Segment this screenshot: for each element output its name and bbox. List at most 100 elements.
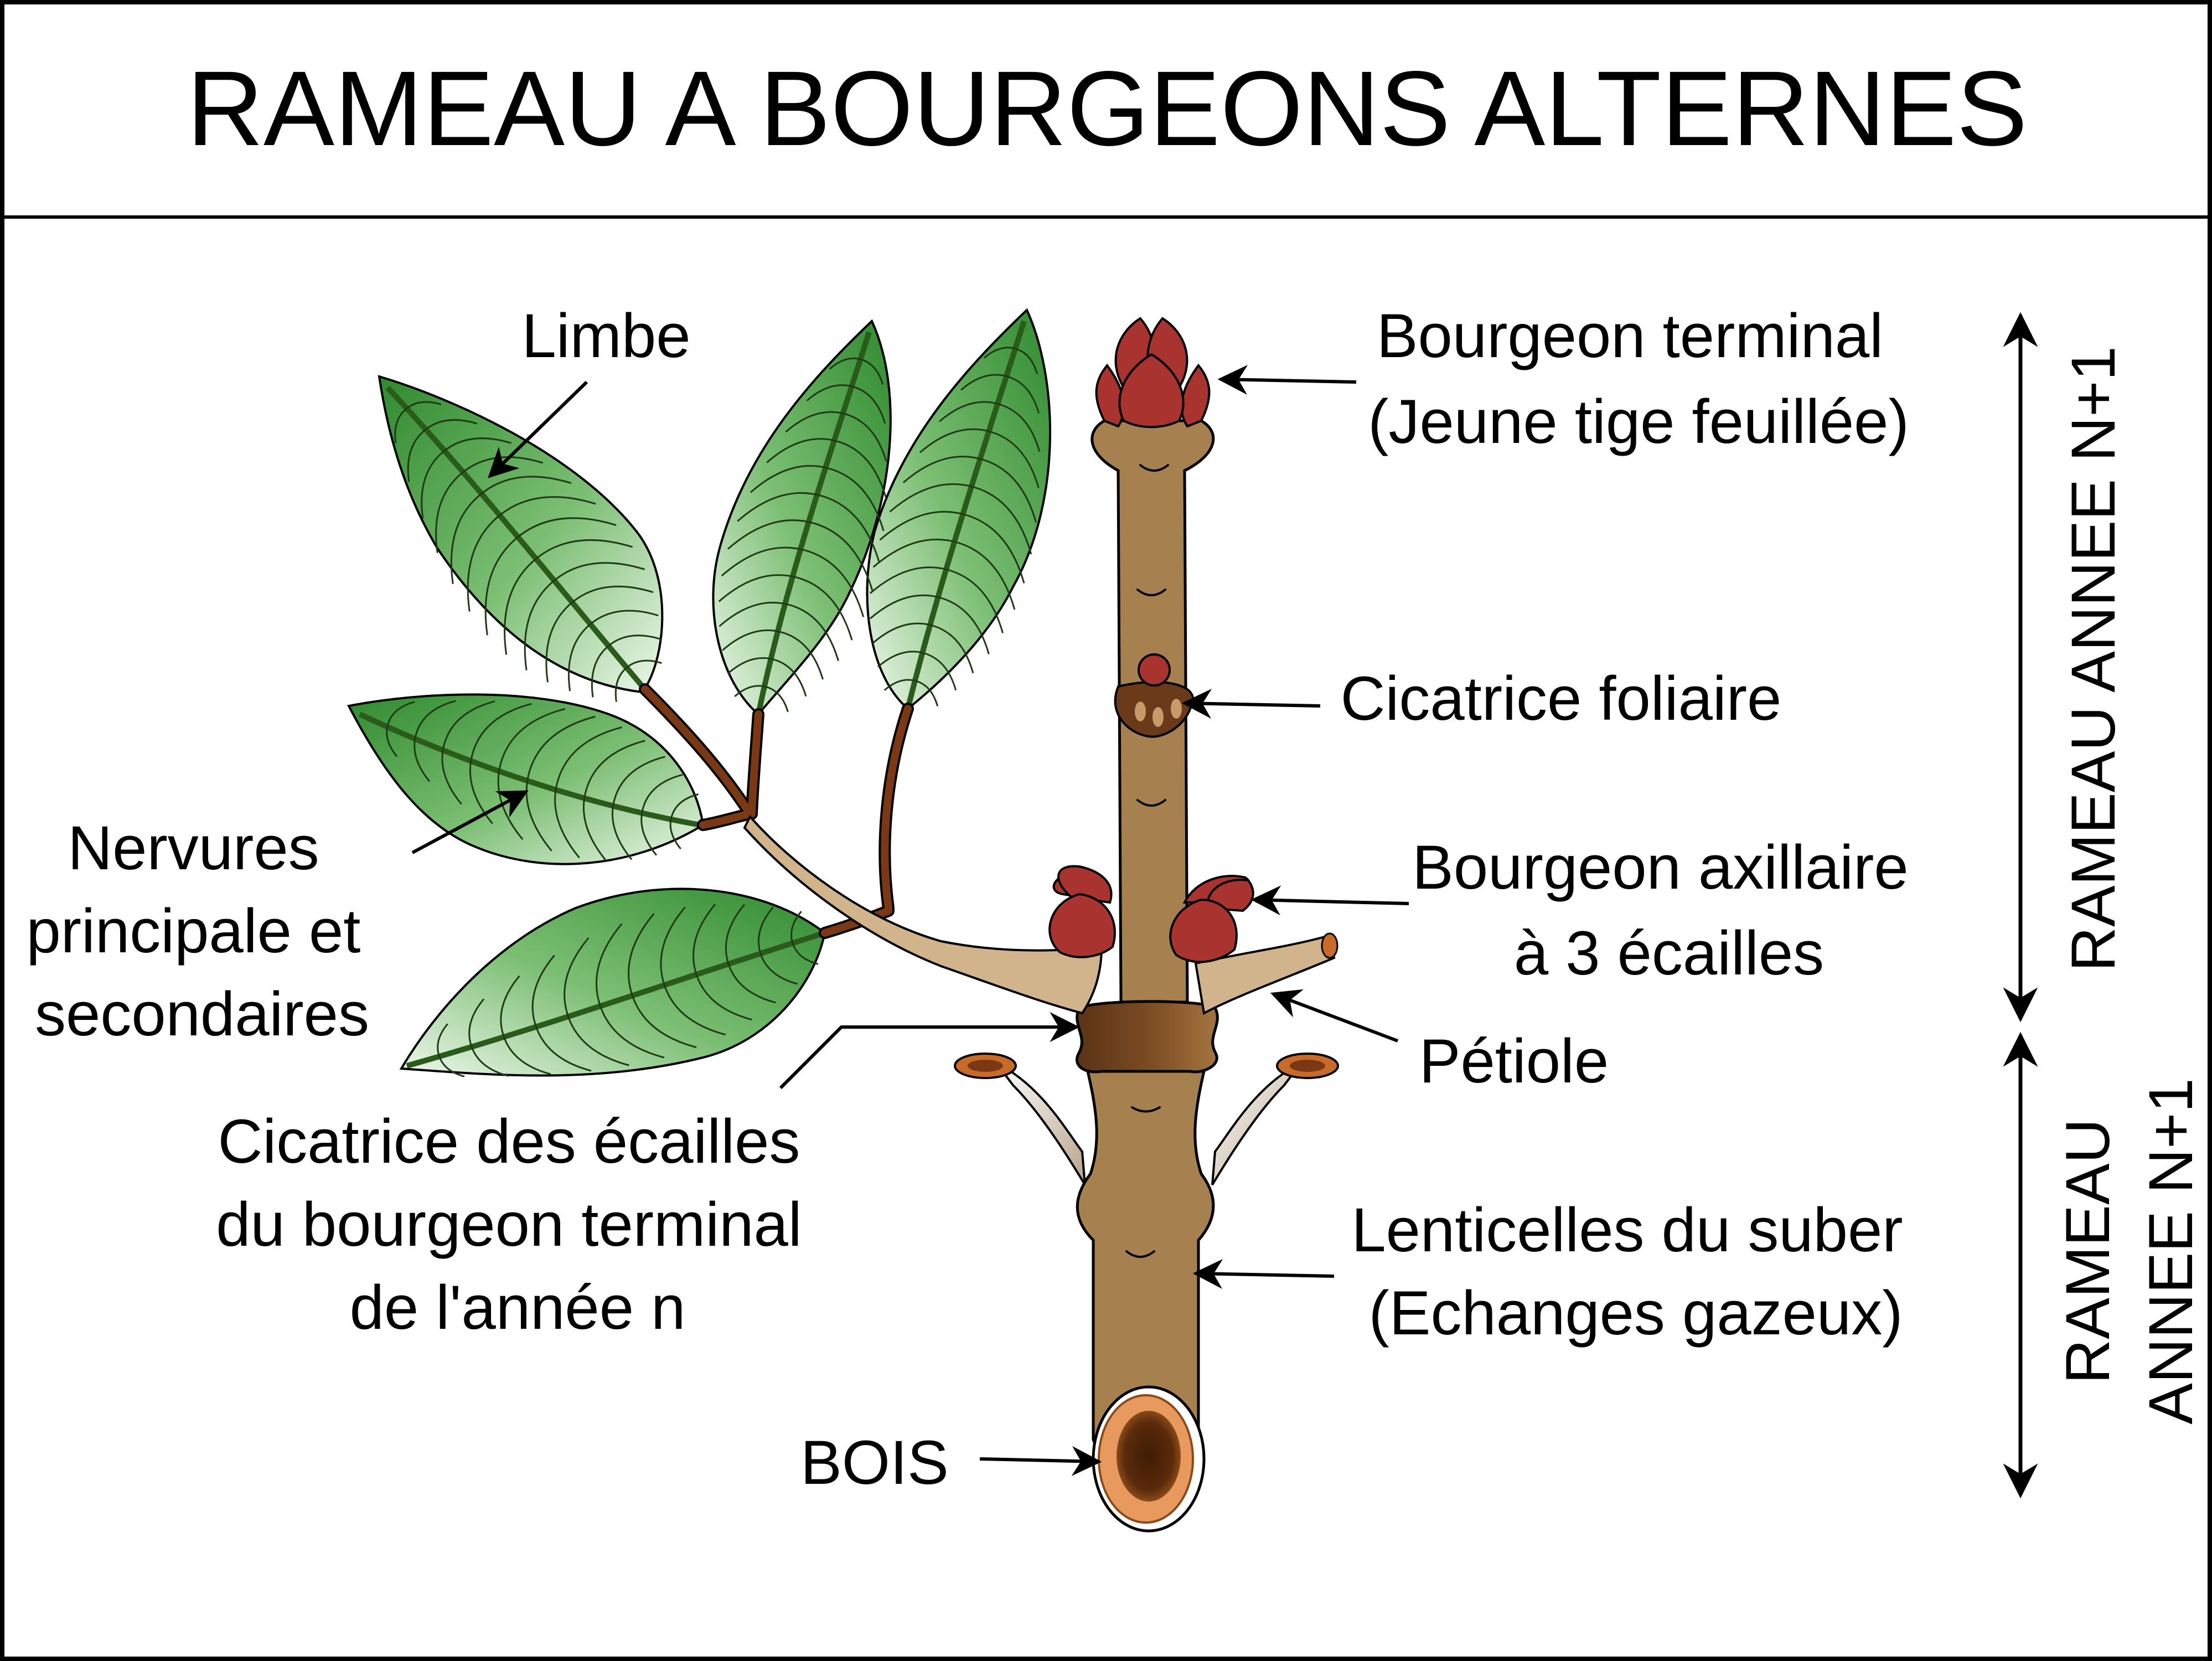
- secondary-vein: [785, 411, 846, 433]
- main-vein: [358, 711, 701, 828]
- secondary-vein: [813, 522, 874, 591]
- secondary-vein: [582, 787, 607, 862]
- label-bois: BOIS: [800, 1428, 949, 1497]
- secondary-vein: [877, 651, 925, 668]
- secondary-vein: [437, 1023, 448, 1056]
- secondary-vein: [837, 440, 887, 498]
- secondary-vein: [983, 347, 1016, 359]
- secondary-vein: [525, 769, 552, 852]
- terminal-bud: [1095, 317, 1211, 429]
- secondary-vein: [759, 953, 798, 985]
- secondary-vein: [524, 581, 554, 670]
- secondary-vein: [643, 773, 683, 807]
- secondary-vein: [949, 569, 1004, 633]
- secondary-vein: [586, 740, 645, 788]
- main-vein: [905, 320, 1027, 710]
- secondary-vein: [611, 797, 633, 860]
- arrow-cicatrice-ecailles: [779, 1012, 1080, 1090]
- arrow-lenticelles: [1192, 1258, 1335, 1289]
- secondary-vein: [806, 384, 854, 401]
- secondary-vein: [614, 756, 665, 798]
- lenticels: [1125, 464, 1169, 1258]
- axillary-bud-left: [1048, 865, 1116, 958]
- secondary-vein: [531, 955, 555, 1025]
- leaf-lower-left: [399, 888, 826, 1077]
- secondary-vein: [861, 358, 884, 385]
- secondary-vein: [386, 723, 398, 757]
- side-label-lower-line2: ANNEE N+1: [2136, 1078, 2205, 1425]
- label-bourgeon-axillaire: Bourgeon axillaire à 3 écailles: [1412, 833, 1926, 988]
- secondary-vein: [416, 700, 456, 733]
- secondary-vein: [468, 998, 485, 1046]
- arrow-bourgeon-axillaire: [1250, 885, 1409, 916]
- secondary-vein: [982, 458, 1037, 523]
- page-title: RAMEAU A BOURGEONS ALTERNES: [187, 49, 2027, 168]
- secondary-vein: [640, 806, 658, 856]
- secondary-vein: [571, 585, 654, 604]
- secondary-vein: [566, 1014, 629, 1066]
- secondary-vein: [695, 973, 752, 1021]
- arrow-cicatrice-foliaire: [1181, 688, 1321, 719]
- label-cicatrice-foliaire: Cicatrice foliaire: [1341, 664, 1782, 733]
- label-nervures: Nervures principale et secondaires: [26, 813, 378, 1049]
- secondary-vein: [405, 401, 442, 410]
- secondary-vein: [750, 465, 830, 493]
- secondary-vein: [957, 541, 1016, 610]
- label-lenticelles: Lenticelles du suber (Echanges gazeux): [1351, 1195, 1920, 1348]
- secondary-vein: [552, 562, 645, 582]
- main-vein: [756, 331, 872, 715]
- secondary-vein: [435, 473, 462, 553]
- secondary-vein: [845, 413, 887, 462]
- secondary-vein: [500, 975, 520, 1036]
- secondary-vein: [872, 538, 958, 568]
- secondary-vein: [631, 994, 697, 1049]
- secondary-vein: [805, 549, 865, 617]
- arrow-bourgeon-terminal: [1217, 364, 1357, 395]
- secondary-vein: [407, 430, 425, 482]
- petiole-left: [743, 814, 1103, 1015]
- secondary-vein: [669, 815, 681, 850]
- secondary-vein: [557, 726, 622, 780]
- label-cicatrice-ecailles: Cicatrice des écailles du bourgeon termi…: [216, 1107, 819, 1342]
- secondary-vein: [529, 715, 596, 770]
- secondary-vein: [607, 635, 661, 647]
- secondary-vein: [722, 629, 783, 651]
- secondary-vein: [663, 983, 726, 1036]
- secondary-vein: [766, 686, 789, 713]
- secondary-vein: [671, 793, 699, 816]
- secondary-vein: [441, 741, 462, 805]
- secondary-vein: [960, 374, 1008, 391]
- secondary-vein: [628, 913, 655, 995]
- secondary-vein: [718, 574, 798, 602]
- secondary-vein: [596, 923, 623, 1005]
- secondary-vein: [414, 732, 431, 782]
- secondary-vein: [965, 514, 1025, 584]
- old-petiole-stub-left: [995, 1062, 1086, 1186]
- secondary-vein: [990, 431, 1040, 488]
- secondary-vein: [438, 1055, 465, 1077]
- main-vein: [406, 930, 826, 1069]
- secondary-vein: [484, 538, 517, 636]
- axillary-bud-right: [1169, 875, 1254, 963]
- secondary-vein: [919, 428, 991, 453]
- secondary-vein: [502, 1035, 551, 1075]
- secondary-vein: [974, 486, 1032, 555]
- secondary-vein: [479, 476, 572, 496]
- secondary-vein: [467, 516, 499, 612]
- petioles: [743, 814, 1338, 1015]
- leaves: [347, 308, 1051, 1077]
- secondary-vein: [545, 602, 572, 683]
- arrow-petiole: [1270, 989, 1399, 1043]
- main-vein: [385, 385, 647, 692]
- secondary-vein: [719, 601, 790, 627]
- arrow-bois: [979, 1446, 1102, 1476]
- secondary-vein: [504, 559, 535, 655]
- secondary-vein: [727, 657, 774, 674]
- secondary-vein: [725, 904, 746, 964]
- secondary-vein: [394, 408, 407, 443]
- secondary-vein: [497, 496, 596, 518]
- secondary-vein: [444, 700, 495, 742]
- secondary-vein: [500, 708, 566, 761]
- side-label-lower-line1: RAMEAU: [2053, 1118, 2122, 1384]
